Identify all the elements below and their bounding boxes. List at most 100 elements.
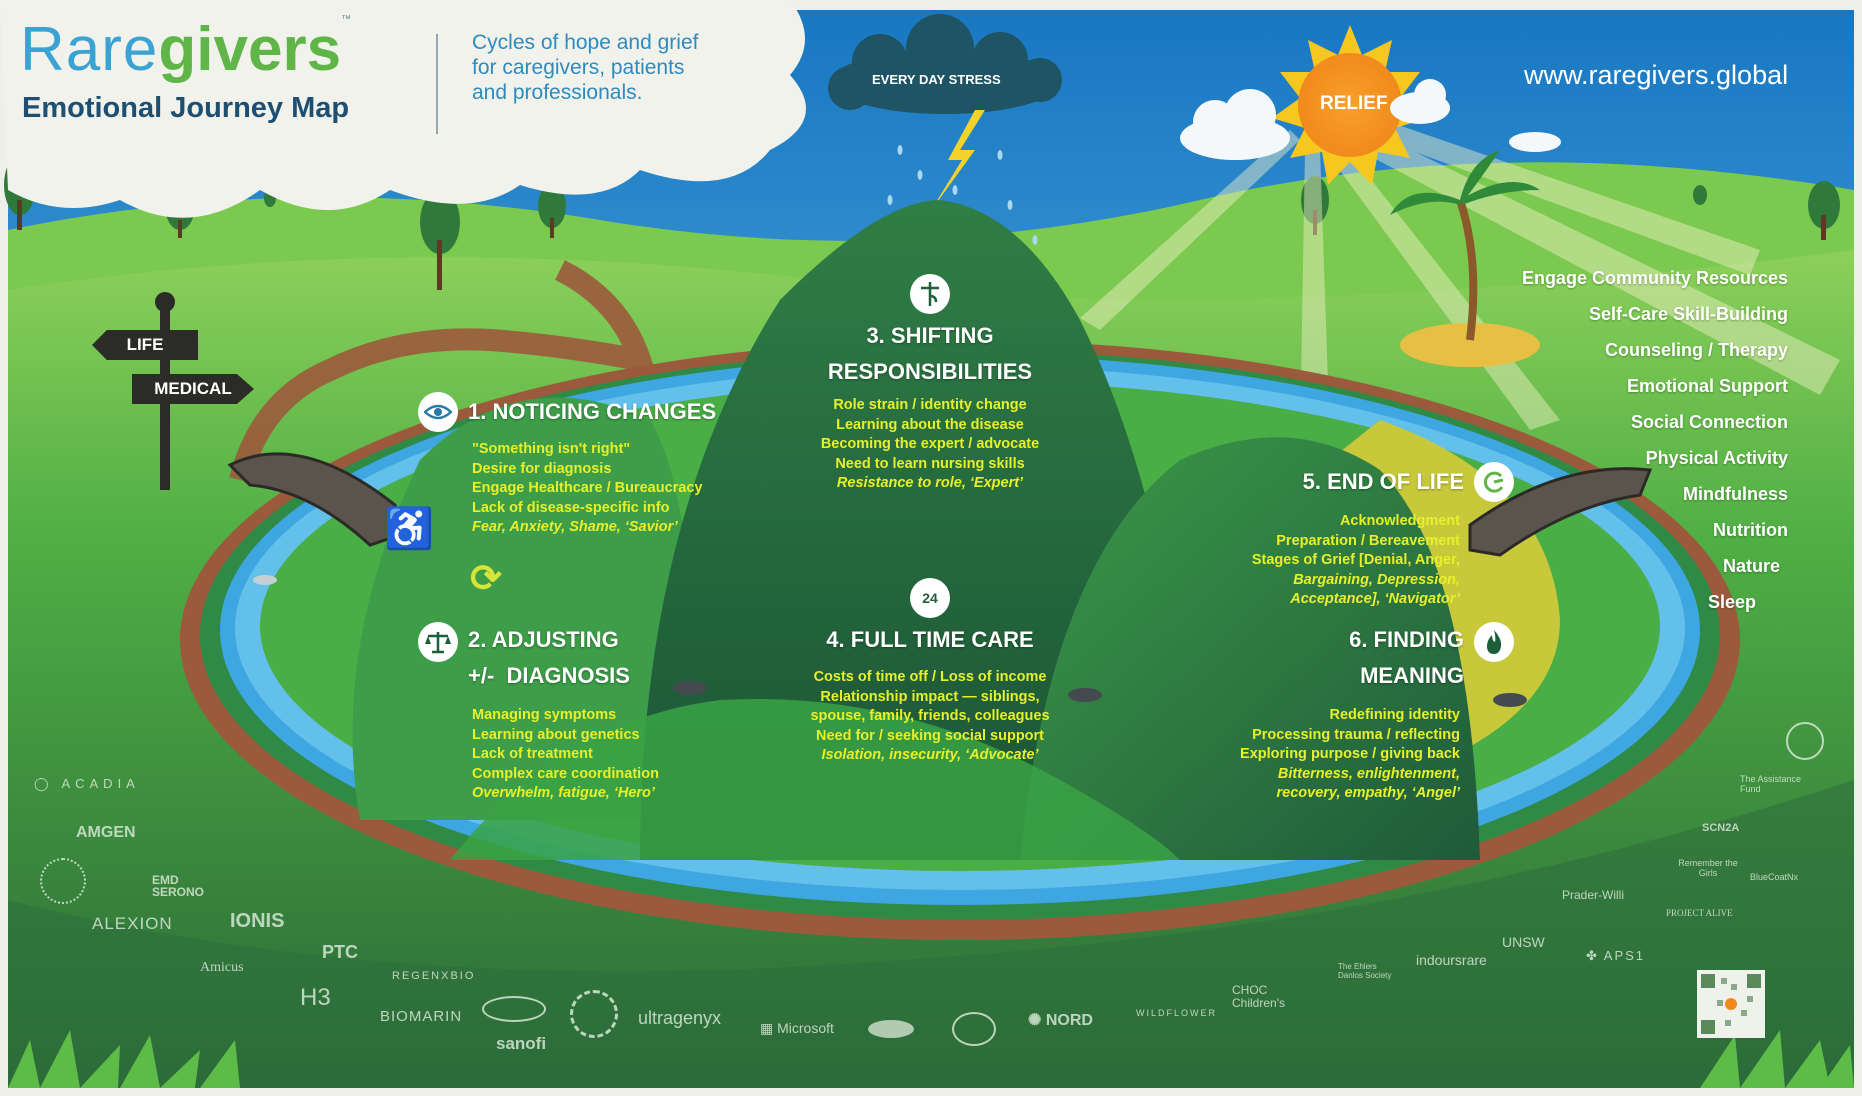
stage-items: Acknowledgment Preparation / Bereavement… — [1130, 512, 1460, 610]
stage-item: Relationship impact — siblings, — [820, 688, 1040, 705]
sponsor-ehlers-danlos-logo: The Ehlers Danlos Society — [1338, 962, 1392, 980]
tagline: Cycles of hope and grief for caregivers,… — [472, 30, 698, 105]
eye-icon — [418, 392, 458, 432]
sponsor-ionis-logo: IONIS — [230, 910, 285, 932]
sponsor-ptc-logo: PTC — [322, 942, 358, 962]
sponsor-seal-logo — [40, 858, 86, 904]
sponsor-project-alive-logo: PROJECT ALIVE — [1666, 908, 1733, 918]
sponsor-round-logo — [952, 1012, 996, 1046]
stage-item: Exploring purpose / giving back — [1240, 746, 1460, 762]
sponsor-name: APS1 — [1603, 948, 1646, 963]
tagline-line: and professionals. — [472, 81, 643, 104]
header-divider — [436, 34, 438, 134]
sponsor-nord-logo: ✺ NORD — [1028, 1012, 1093, 1029]
stage-item: Preparation / Bereavement — [1276, 532, 1460, 549]
sponsor-choc-logo: CHOC Children's — [1232, 983, 1285, 1010]
stage-4-full-time-care: 24 4. FULL TIME CARE Costs of time off /… — [770, 578, 1090, 766]
sponsor-sanofi-logo: sanofi — [496, 1034, 547, 1053]
sponsor-sunburst-logo — [570, 990, 618, 1038]
stage-item: Redefining identity — [1329, 707, 1461, 723]
stage-title: +/- DIAGNOSIS — [468, 663, 630, 688]
stage-5-end-of-life: 5. END OF LIFE Acknowledgment Preparatio… — [1130, 462, 1514, 610]
stage-emotions: Overwhelm, fatigue, ‘Hero’ — [472, 785, 655, 801]
sponsor-microsoft-logo: ▦ Microsoft — [760, 1020, 834, 1036]
sponsor-acadia-logo: ◯ ACADIA — [34, 776, 140, 791]
resource-item: Engage Community Resources — [1521, 268, 1788, 288]
resource-item: Mindfulness — [1682, 484, 1788, 504]
logo-rare-text: Rare — [20, 15, 159, 84]
qr-code — [1697, 970, 1765, 1038]
stage-item: Complex care coordination — [472, 765, 659, 782]
stage-item: spouse, family, friends, colleagues — [810, 708, 1050, 724]
sponsor-indoursrare-logo: indoursrare — [1416, 952, 1487, 968]
tagline-line: for caregivers, patients — [472, 56, 685, 79]
stage-3-shifting-responsibilities: 3. SHIFTING RESPONSIBILITIES Role strain… — [780, 274, 1080, 494]
page-title: Emotional Journey Map — [22, 92, 350, 124]
stage-item: Becoming the expert / advocate — [820, 436, 1040, 452]
trademark-symbol: ™ — [341, 14, 352, 25]
stage-title: 3. SHIFTING — [866, 323, 994, 348]
resource-item: Self-Care Skill-Building — [1588, 304, 1788, 324]
sponsor-name: Microsoft — [777, 1020, 834, 1036]
resource-item: Sleep — [1707, 592, 1756, 612]
sponsor-unsw-logo: UNSW — [1502, 934, 1545, 950]
stage-emotions: Fear, Anxiety, Shame, ‘Savior’ — [472, 519, 678, 535]
stage-item: Learning about genetics — [472, 726, 640, 743]
stage-6-finding-meaning: 6. FINDING MEANING Redefining identity P… — [1130, 622, 1514, 804]
sponsor-regenxbio-logo: REGENXBIO — [392, 970, 476, 982]
resource-item: Counseling / Therapy — [1604, 340, 1788, 360]
sponsor-assistance-fund-logo: The Assistance Fund — [1740, 774, 1802, 794]
sponsor-amicus-logo: Amicus — [200, 960, 244, 975]
balancing-figure-icon — [910, 274, 950, 314]
stage-title: 1. NOTICING CHANGES — [468, 399, 717, 424]
clock-24-icon: 24 — [910, 578, 950, 618]
resource-item: Nutrition — [1713, 520, 1788, 540]
stage-item: Role strain / identity change — [833, 397, 1027, 413]
sun-icon — [1272, 25, 1428, 185]
sponsor-ultragenyx-logo: ultragenyx — [638, 1008, 722, 1028]
stage-items: "Something isn't right" Desire for diagn… — [472, 440, 758, 538]
stage-item: Learning about the disease — [836, 416, 1024, 433]
signpost-knob — [155, 292, 175, 312]
stage-item: Lack of disease-specific info — [472, 499, 670, 516]
stage-items: Role strain / identity change Learning a… — [780, 396, 1080, 494]
stage-emotions: Resistance to role, ‘Expert’ — [836, 475, 1024, 491]
stage-items: Costs of time off / Loss of income Relat… — [770, 668, 1090, 766]
sponsor-amgen-logo: AMGEN — [76, 824, 136, 841]
stage-title: 2. ADJUSTING — [468, 627, 619, 652]
everyday-stress-label: EVERY DAY STRESS — [872, 72, 1001, 87]
cycle-arrows-icon: ⟳ — [470, 558, 502, 600]
sponsor-alexion-logo: ALEXION — [92, 914, 173, 933]
stage-emotions: recovery, empathy, ‘Angel’ — [1276, 785, 1460, 801]
resource-item: Physical Activity — [1645, 448, 1788, 468]
resource-item: Emotional Support — [1627, 376, 1788, 396]
stage-item: Processing trauma / reflecting — [1252, 726, 1460, 743]
caregiver-wheelchair-icon: ♿ — [384, 507, 434, 551]
raregivers-logo: Raregivers™ — [20, 14, 351, 85]
life-cycle-icon — [1474, 462, 1514, 502]
sponsor-wildflower-logo: WILDFLOWER — [1136, 1008, 1218, 1018]
sponsor-aps1-logo: ✤ APS1 — [1586, 948, 1646, 963]
stage-1-noticing-changes: 1. NOTICING CHANGES "Something isn't rig… — [418, 392, 758, 538]
stage-item: Need for / seeking social support — [815, 727, 1045, 744]
stage-title: RESPONSIBILITIES — [827, 359, 1033, 384]
flame-icon — [1474, 622, 1514, 662]
medical-label: MEDICAL — [154, 379, 232, 398]
stage-items: Redefining identity Processing trauma / … — [1130, 706, 1460, 804]
website-link[interactable]: www.raregivers.global — [1524, 60, 1789, 90]
stage-emotions: Acceptance], ‘Navigator’ — [1290, 591, 1460, 607]
life-label: LIFE — [126, 335, 164, 354]
sponsor-takeda-logo — [482, 996, 546, 1022]
stage-item: Engage Healthcare / Bureaucracy — [472, 480, 703, 496]
stage-title: 6. FINDING — [1349, 627, 1464, 652]
stage-item: Lack of treatment — [472, 746, 593, 762]
stage-items: Managing symptoms Learning about genetic… — [472, 706, 758, 804]
sponsor-name: NORD — [1045, 1012, 1093, 1029]
stage-item: Costs of time off / Loss of income — [813, 669, 1047, 685]
bridge-right-icon — [1468, 467, 1653, 557]
signpost-medical: MEDICAL — [132, 374, 254, 404]
stage-item: Managing symptoms — [472, 707, 617, 723]
stage-emotions: Bargaining, Depression, — [1293, 571, 1460, 588]
stage-title: MEANING — [1360, 663, 1464, 688]
